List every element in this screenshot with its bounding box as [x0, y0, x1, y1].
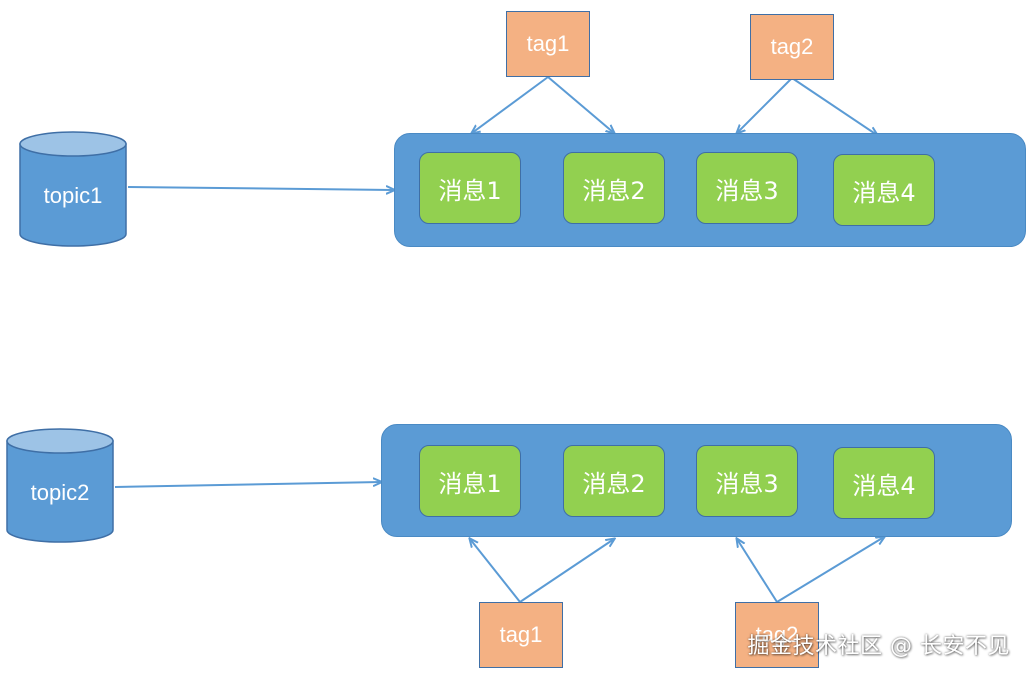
g1-tag2-arrow-left: [737, 77, 793, 133]
topic2-arrow: [114, 482, 381, 488]
g1-tag2-arrow-right: [791, 77, 877, 135]
g1-message-2: 消息2: [563, 152, 665, 224]
g2-tag2: tag2: [735, 602, 819, 668]
g2-message-2: 消息2: [563, 445, 665, 517]
g1-tag1: tag1: [506, 11, 590, 77]
watermark-text: 掘金技术社区 @ 长安不见: [747, 634, 1010, 659]
g2-tag2-arrow-left: [737, 539, 778, 603]
topic1-arrow: [127, 187, 394, 190]
g2-message-3: 消息3: [696, 445, 798, 517]
g2-tag1-arrow-left: [470, 539, 521, 603]
g1-message-3: 消息3: [696, 152, 798, 224]
g2-message-1: 消息1: [419, 445, 521, 517]
g1-tag1-arrow-left: [472, 76, 549, 133]
g1-message-4: 消息4: [833, 154, 935, 226]
g1-tag2: tag2: [750, 14, 834, 80]
g2-message-4: 消息4: [833, 447, 935, 519]
g1-message-1: 消息1: [419, 152, 521, 224]
g2-tag2-arrow-right: [776, 537, 884, 603]
g2-tag1: tag1: [479, 602, 563, 668]
g1-tag1-arrow-right: [547, 76, 614, 133]
topic1-label: topic1: [43, 183, 103, 208]
g2-tag1-arrow-right: [519, 539, 614, 603]
topic2-label: topic2: [30, 480, 90, 505]
